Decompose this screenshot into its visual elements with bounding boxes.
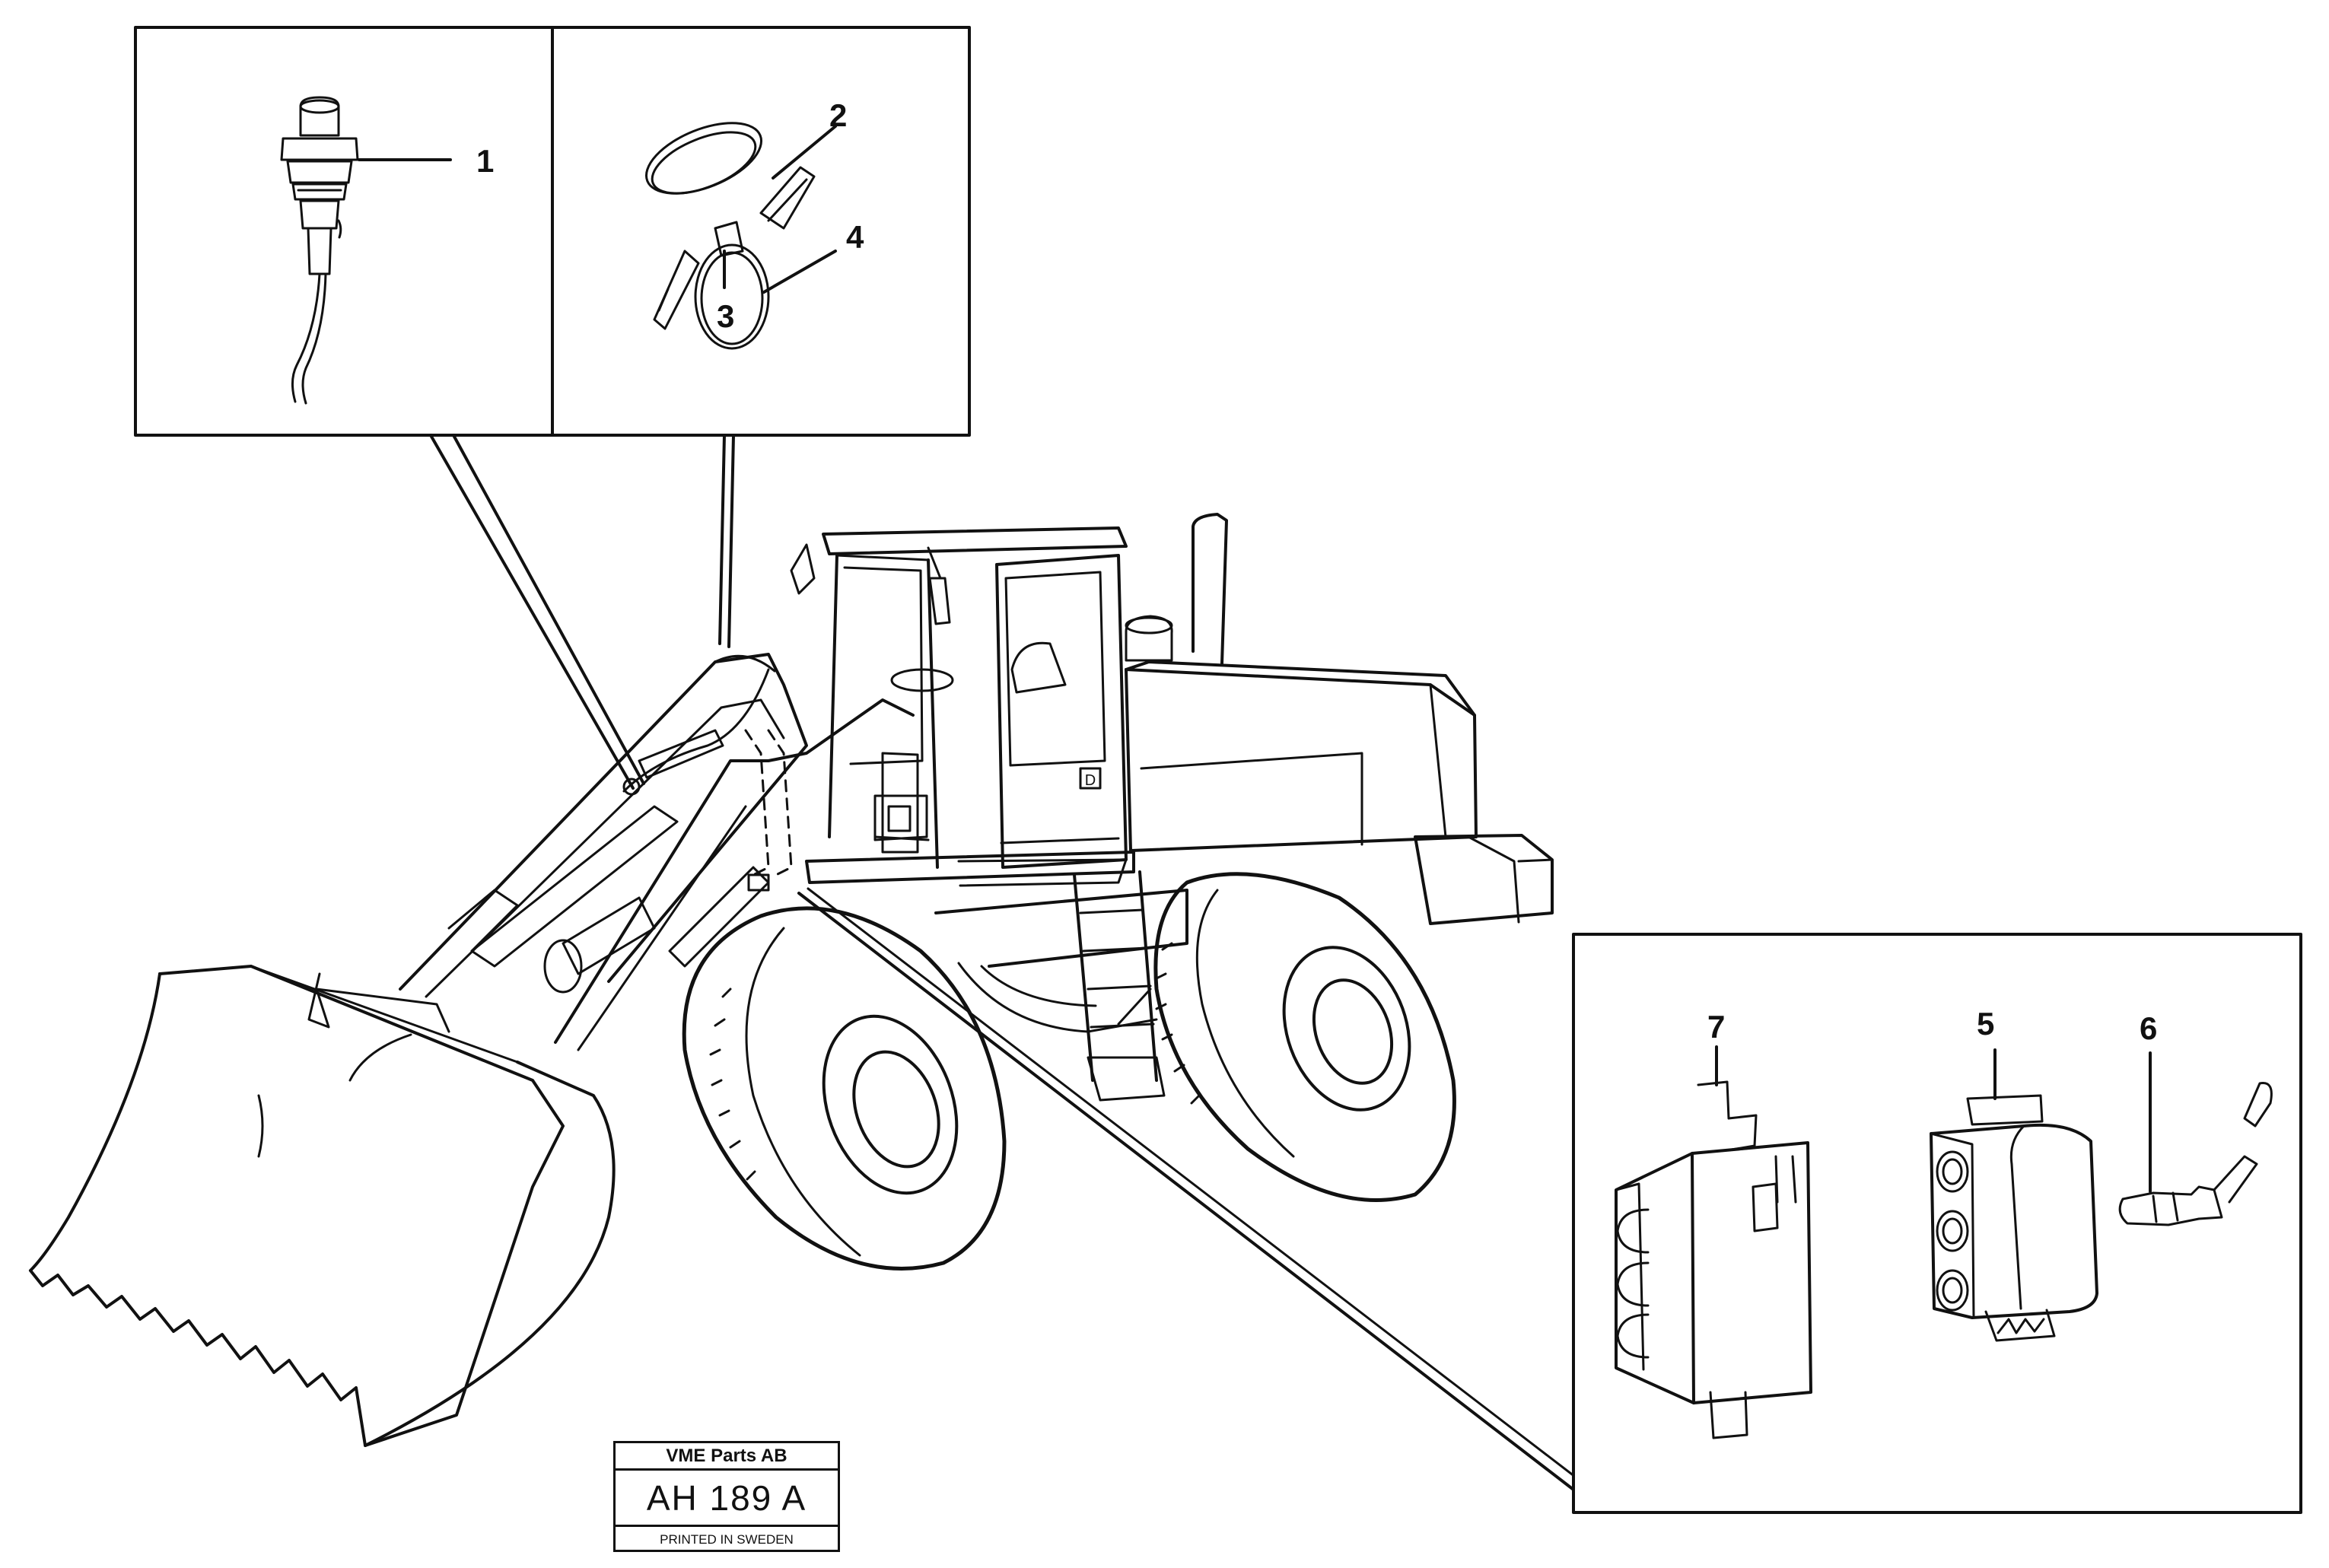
pointer-line-sensor-a — [429, 434, 635, 790]
callout-5: 5 — [1977, 1006, 1994, 1042]
title-block-printed: PRINTED IN SWEDEN — [660, 1532, 794, 1547]
cab-badge: D — [1085, 772, 1096, 789]
pointer-line-connector-a — [797, 892, 1575, 1491]
pointer-line-sensor-b — [452, 434, 645, 785]
leader-line-4 — [762, 250, 837, 294]
callout-1: 1 — [476, 143, 494, 179]
pointer-line-clamp-b — [727, 434, 735, 648]
hose-clamp-drawing — [644, 122, 816, 350]
callout-2: 2 — [829, 97, 847, 133]
title-block-code: AH 189 A — [616, 1471, 838, 1527]
pointer-line-connector-b — [807, 887, 1580, 1481]
callout-4: 4 — [846, 219, 864, 255]
connector-housing-drawing — [1615, 1080, 1812, 1439]
title-block: VME Parts AB AH 189 A PRINTED IN SWEDEN — [613, 1441, 840, 1552]
callout-7: 7 — [1707, 1009, 1725, 1045]
callout-6: 6 — [2140, 1010, 2157, 1046]
detail-frame-sensor-clamp — [134, 26, 971, 437]
connector-plug-drawing — [1930, 1094, 2098, 1342]
title-block-company: VME Parts AB — [616, 1443, 838, 1471]
terminal-pin-drawing — [2118, 1082, 2273, 1226]
pointer-line-clamp-a — [718, 434, 726, 645]
sensor-drawing — [280, 96, 359, 405]
leader-line-2 — [772, 125, 837, 180]
wheel-loader-drawing: D — [29, 513, 1554, 1447]
callout-3: 3 — [717, 298, 734, 334]
